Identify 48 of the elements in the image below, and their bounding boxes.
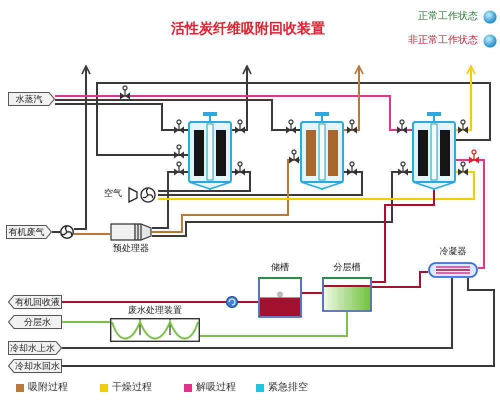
legend-label: 干燥过程 xyxy=(112,382,152,394)
pipe-arrow xyxy=(344,65,364,131)
pipe-line xyxy=(74,233,110,235)
pipe-line xyxy=(62,321,110,323)
node-label: 分层槽 xyxy=(332,263,362,274)
node-label: 空气 xyxy=(104,189,122,200)
node-label: 储槽 xyxy=(270,263,290,274)
pipe-line xyxy=(456,159,485,269)
pipe-line xyxy=(158,171,363,196)
pipe-arrow xyxy=(456,65,476,131)
pipe-line xyxy=(158,171,475,200)
node-label: 预处理器 xyxy=(112,244,150,255)
pipe-tag: 有机废气 xyxy=(6,225,52,239)
pipe-line xyxy=(55,103,188,131)
pipe-tag: 冷却水回水 xyxy=(8,359,62,373)
pipe-line xyxy=(158,171,251,192)
status-label: 正常工作状态 xyxy=(418,11,478,23)
legend-label: 解吸过程 xyxy=(196,382,236,394)
pipe-line xyxy=(62,278,495,367)
pipe-line xyxy=(152,171,412,237)
pipe-arrow xyxy=(232,65,252,131)
pipe-line xyxy=(62,278,453,349)
adsorber-vessel xyxy=(300,112,344,190)
pipe-line xyxy=(55,95,412,131)
status-label: 非正常工作状态 xyxy=(408,35,478,47)
pipe-line xyxy=(372,271,428,288)
node-label: 废水处理装置 xyxy=(127,306,183,317)
adsorber-vessel xyxy=(412,112,456,190)
adsorber-vessel xyxy=(188,112,232,190)
fan-icon xyxy=(60,225,74,239)
pipe-line xyxy=(62,301,258,303)
pipe-line xyxy=(302,292,322,294)
pipe-line xyxy=(55,99,300,131)
pipe-tag: 冷却水上水 xyxy=(8,341,62,355)
pipe-line xyxy=(200,312,348,337)
pipe-line xyxy=(152,159,300,233)
legend-label: 吸附过程 xyxy=(28,382,68,394)
pipe-line xyxy=(372,190,435,283)
diagram-title: 活性炭纤维吸附回收装置 xyxy=(171,21,325,38)
pipe-line xyxy=(96,82,491,156)
pipe-arrow xyxy=(74,65,91,230)
pipe-tag: 水蒸汽 xyxy=(8,92,55,106)
pipe-tag: 分层水 xyxy=(8,315,62,329)
node-label: 冷凝器 xyxy=(438,247,468,258)
pipe-line xyxy=(52,231,60,233)
legend-label: 紧急排空 xyxy=(268,382,308,394)
pipe-tag: 有机回收液 xyxy=(8,295,62,309)
pipe-line xyxy=(152,171,188,229)
